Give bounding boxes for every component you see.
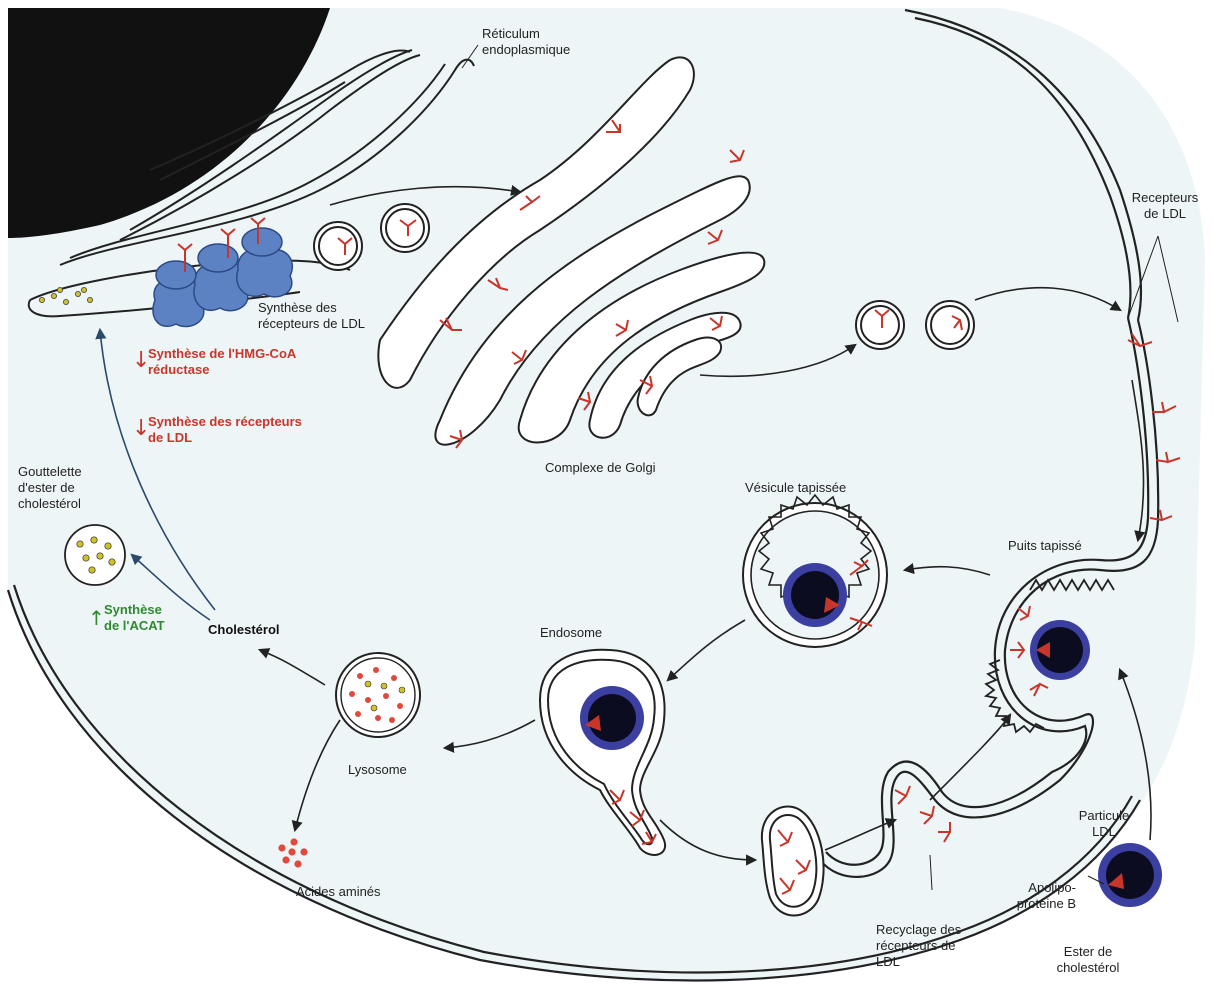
receptor-synthesis-label: Synthèse des récepteurs de LDL	[258, 300, 365, 332]
ldl-in-pit	[1030, 620, 1090, 680]
ldl-receptors-label: Recepteurs de LDL	[1120, 190, 1210, 222]
cholesterol-label: Cholestérol	[208, 622, 280, 638]
free-ldl-particle	[1098, 843, 1162, 907]
coated-vesicle-label: Vésicule tapissée	[745, 480, 846, 496]
endosome-label: Endosome	[540, 625, 602, 641]
droplet-label: Gouttelette d'ester de cholestérol	[18, 464, 82, 512]
acat-label: Synthèse de l'ACAT	[104, 602, 165, 634]
lysosome-label: Lysosome	[348, 762, 407, 778]
hmg-coa-label: Synthèse de l'HMG-CoA réductase	[148, 346, 296, 378]
coated-pit-label: Puits tapissé	[1008, 538, 1082, 554]
reticulum-label: Réticulum endoplasmique	[482, 26, 570, 58]
increase-arrow-acat: ↑	[88, 608, 105, 628]
ldl-particle-label: Particule LDL	[1064, 808, 1144, 840]
lysosome	[336, 653, 420, 737]
ester-label: Ester de cholestérol	[1048, 944, 1128, 976]
golgi-label: Complexe de Golgi	[545, 460, 656, 476]
ldl-in-endosome	[580, 686, 644, 750]
apoprotein-label: Apolipo- protéine B	[990, 880, 1076, 912]
ester-droplet	[65, 525, 125, 585]
recycling-label: Recyclage des récepteurs de LDL	[876, 922, 961, 970]
amino-acids-label: Acides aminés	[296, 884, 381, 900]
receptor-synthesis-down-label: Synthèse des récepteurs de LDL	[148, 414, 302, 446]
